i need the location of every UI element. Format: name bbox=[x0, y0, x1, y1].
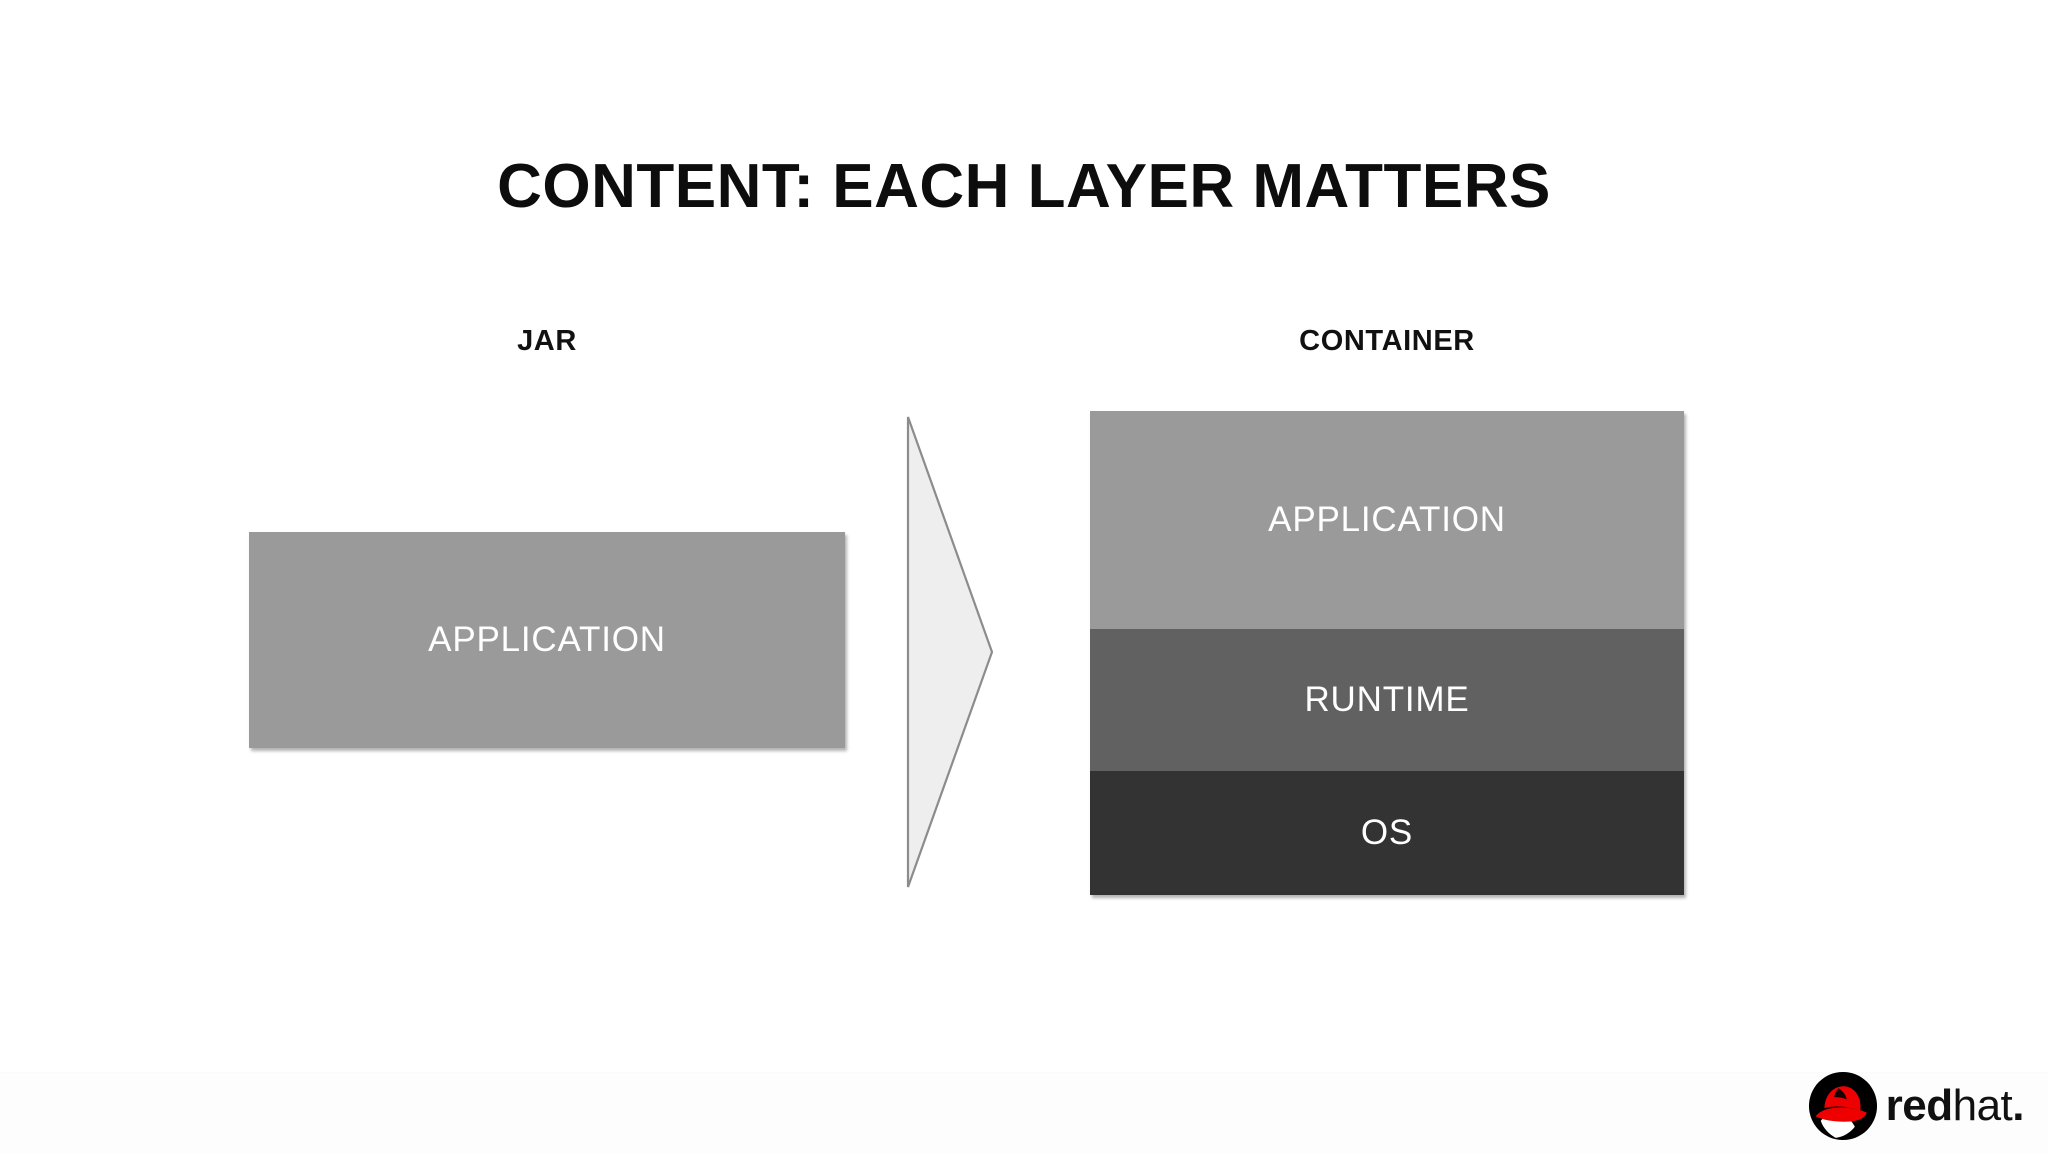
column-heading-container: CONTAINER bbox=[1299, 325, 1475, 357]
column-heading-jar: JAR bbox=[517, 325, 577, 357]
container-layer-label-os: OS bbox=[1360, 813, 1414, 852]
container-layer-runtime: RUNTIME bbox=[1090, 629, 1684, 771]
container-layer-label-runtime: RUNTIME bbox=[1304, 680, 1470, 719]
brand-word-dot: . bbox=[2012, 1081, 2024, 1130]
right-triangle-arrow-icon bbox=[905, 414, 995, 890]
container-layer-os: OS bbox=[1090, 771, 1684, 895]
arrow-shape bbox=[906, 416, 994, 888]
jar-layer-label-application: APPLICATION bbox=[428, 620, 666, 659]
container-layer-label-application: APPLICATION bbox=[1268, 500, 1506, 539]
container-layer-application: APPLICATION bbox=[1090, 411, 1684, 629]
jar-application-block: APPLICATION bbox=[249, 532, 845, 748]
page-title: CONTENT: EACH LAYER MATTERS bbox=[497, 151, 1551, 221]
container-layer-stack: APPLICATION RUNTIME OS bbox=[1090, 411, 1684, 895]
brand-word-hat: hat bbox=[1952, 1081, 2013, 1130]
brand-logo: red hat . bbox=[1806, 1068, 2024, 1144]
redhat-shadowman-icon bbox=[1808, 1071, 1877, 1141]
footer-band bbox=[0, 1072, 2048, 1153]
brand-wordmark: red hat . bbox=[1885, 1081, 2025, 1130]
brand-word-red: red bbox=[1885, 1081, 1953, 1130]
